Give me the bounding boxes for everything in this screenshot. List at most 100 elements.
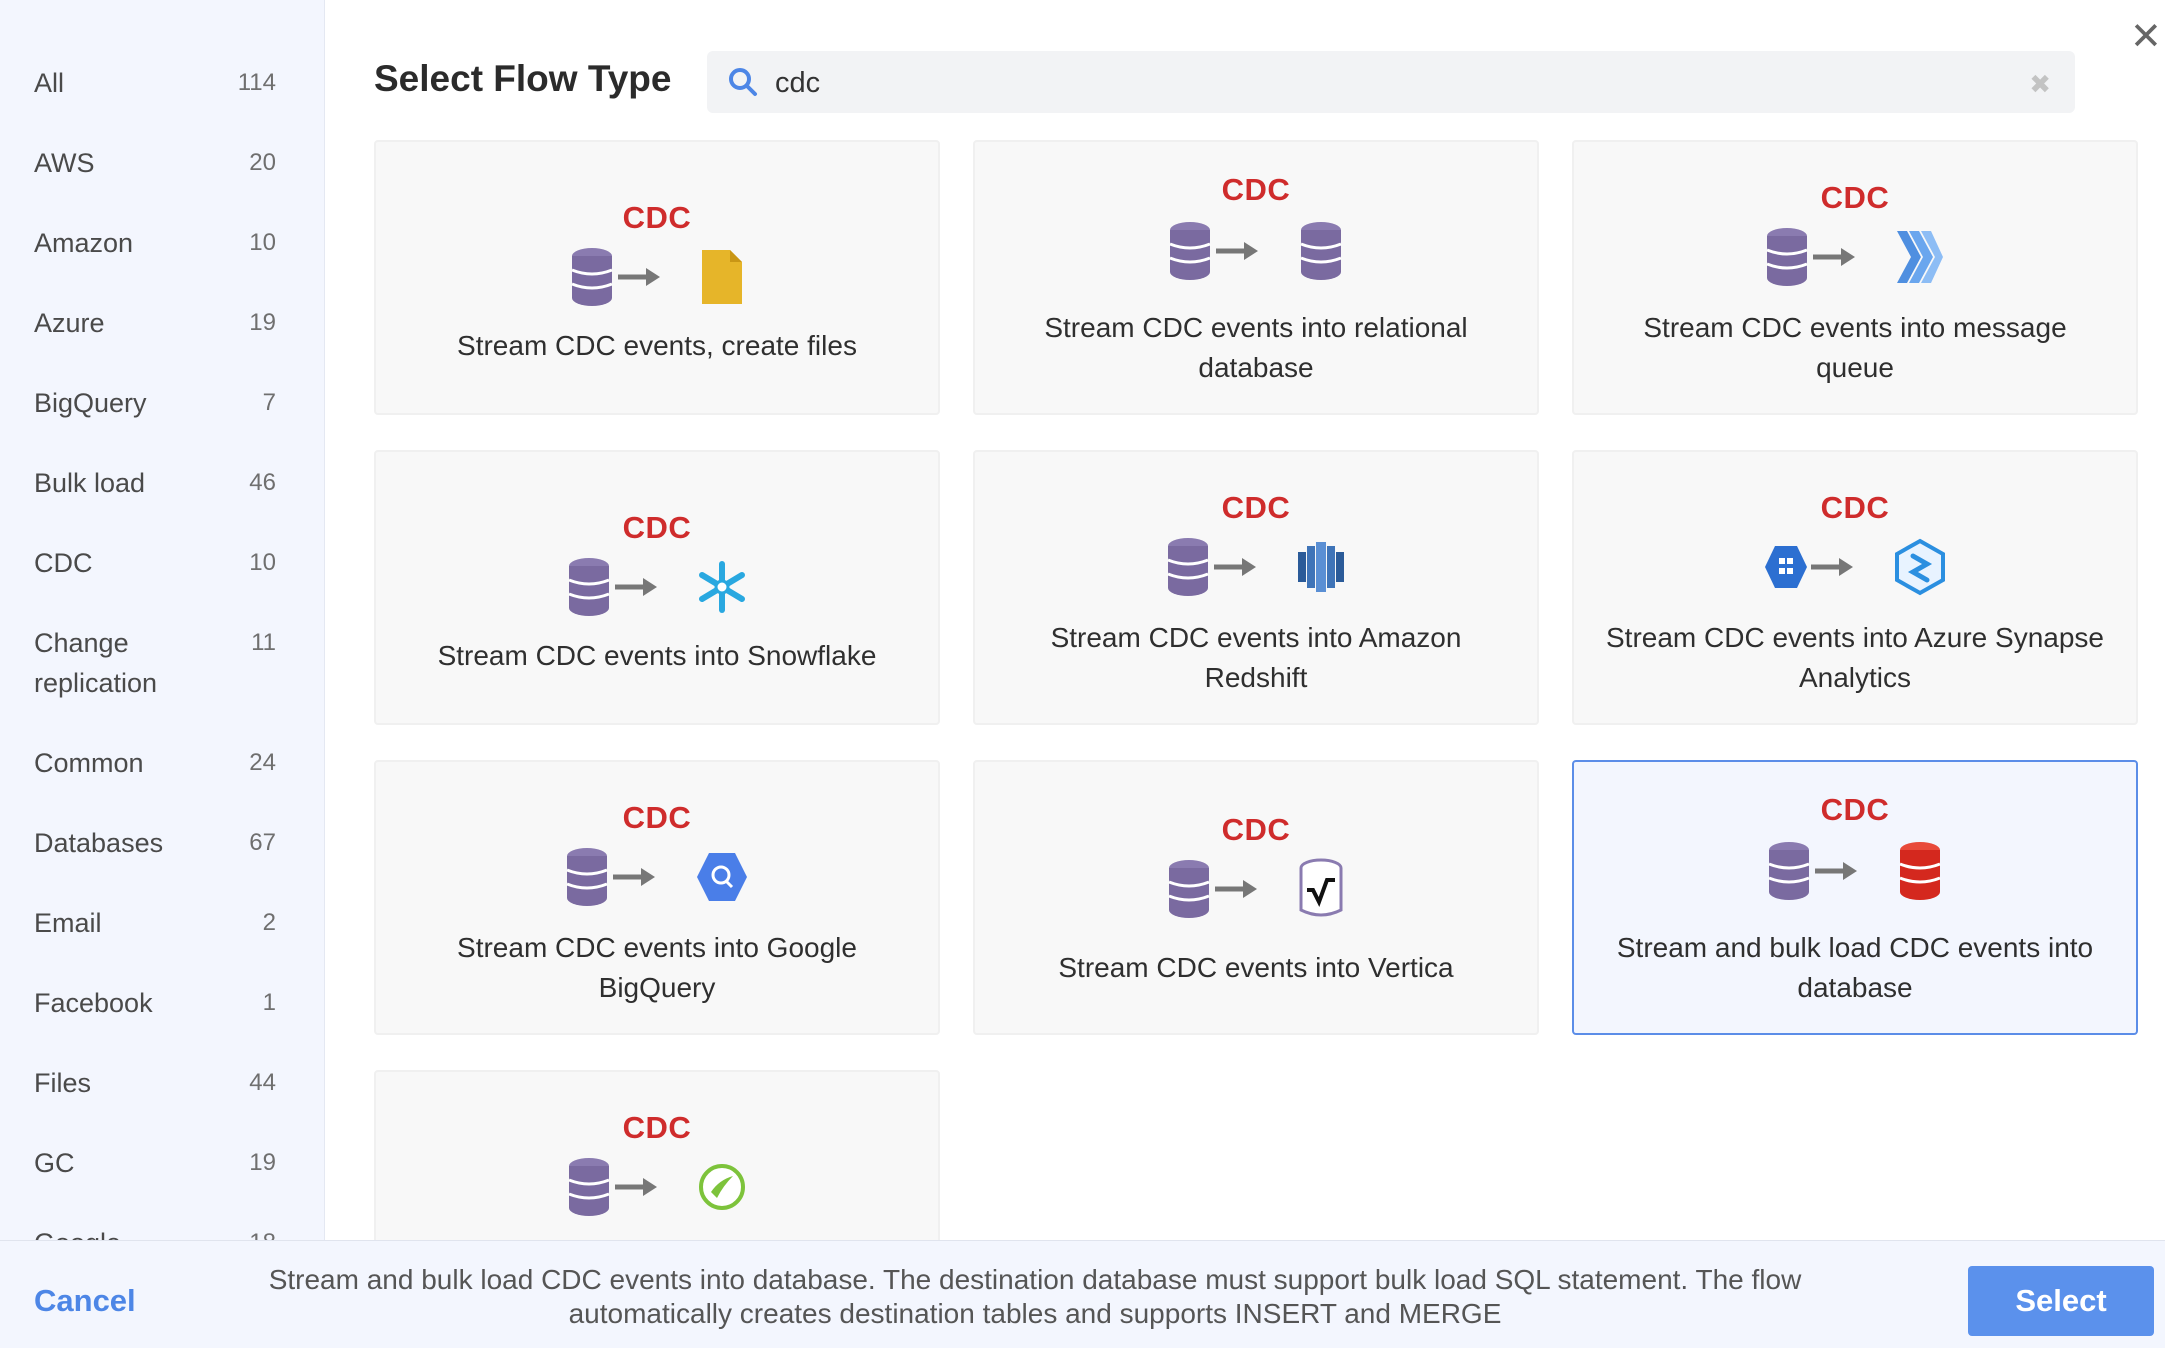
sidebar-item-label: Bulk load: [34, 468, 146, 498]
sidebar-item-label: Amazon: [34, 228, 134, 258]
sidebar-item-facebook[interactable]: Facebook 1: [34, 983, 276, 1023]
flow-card-google-bigquery[interactable]: CDC Stream CDC events into Google BigQue…: [374, 760, 940, 1035]
flow-card-title: Stream and bulk load CDC events into dat…: [1616, 932, 2094, 1003]
sidebar-item-change-replication[interactable]: Change replication 11: [34, 623, 276, 703]
cancel-button[interactable]: Cancel: [34, 1283, 136, 1318]
sidebar-item-count: 24: [249, 749, 276, 776]
flow-card-title: Stream CDC events into Azure Synapse Ana…: [1605, 622, 2104, 693]
sidebar-item-label: Facebook: [34, 988, 153, 1018]
flow-icons: [975, 536, 1537, 598]
sidebar-item-email[interactable]: Email 2: [34, 903, 276, 943]
source-database-icon: [1768, 842, 1857, 900]
sidebar-item-count: 19: [249, 1149, 276, 1176]
sidebar-item-count: 2: [262, 909, 276, 936]
cdc-badge: CDC: [622, 200, 692, 235]
cdc-badge: CDC: [622, 800, 692, 835]
flow-icons: [975, 220, 1537, 282]
flow-icons: [376, 246, 938, 308]
sidebar-item-count: 10: [249, 229, 276, 256]
sidebar-item-amazon[interactable]: Amazon 10: [34, 223, 276, 263]
sidebar-item-count: 20: [249, 149, 276, 176]
sidebar-item-common[interactable]: Common 24: [34, 743, 276, 783]
flow-type-grid: CDC Stream CDC events, create files CDC: [374, 140, 2138, 1240]
sidebar-item-label: AWS: [34, 148, 95, 178]
red-database-icon: [1899, 842, 1941, 900]
cdc-badge: CDC: [1221, 812, 1291, 847]
flow-card-title: Stream CDC events into Google BigQuery: [457, 932, 857, 1003]
source-database-icon: [568, 1158, 657, 1216]
cdc-badge: CDC: [622, 1110, 692, 1145]
source-database-icon: [1766, 228, 1855, 286]
vertica-icon: [1299, 858, 1343, 917]
source-database-icon: [566, 848, 655, 906]
source-database-icon: [568, 558, 657, 616]
search-input[interactable]: [773, 59, 1977, 107]
dialog-footer: Cancel Stream and bulk load CDC events i…: [0, 1240, 2165, 1348]
sidebar-item-aws[interactable]: AWS 20: [34, 143, 276, 183]
flow-card-title: Stream CDC events into Amazon Redshift: [1050, 622, 1462, 693]
message-queue-icon: [1897, 231, 1943, 283]
sidebar-item-bigquery[interactable]: BigQuery 7: [34, 383, 276, 423]
clear-icon[interactable]: ✖: [2029, 69, 2051, 99]
flow-card-create-files[interactable]: CDC Stream CDC events, create files: [374, 140, 940, 415]
sidebar-item-label: All: [34, 68, 65, 98]
sidebar-item-count: 1: [262, 989, 276, 1016]
flow-card-title: Stream CDC events into relational databa…: [1044, 312, 1468, 383]
flow-card-azure-synapse[interactable]: CDC Stream CDC events into Azure Synapse…: [1572, 450, 2138, 725]
sidebar-item-files[interactable]: Files 44: [34, 1063, 276, 1103]
sidebar-item-count: 19: [249, 309, 276, 336]
sidebar-item-count: 11: [251, 629, 276, 656]
flow-card-vertica[interactable]: CDC Stream CDC events into Vertica: [973, 760, 1539, 1035]
flow-card-title: Stream CDC events into message queue: [1643, 312, 2067, 383]
flow-icons: [1574, 536, 2136, 598]
flow-card-title: Stream CDC events into Vertica: [1058, 952, 1454, 983]
bigquery-icon: [697, 853, 747, 901]
sidebar-item-gc[interactable]: GC 19: [34, 1143, 276, 1183]
green-check-icon: [699, 1164, 745, 1210]
sidebar-item-count: 44: [249, 1069, 276, 1096]
cdc-badge: CDC: [1221, 490, 1291, 525]
source-database-icon: [571, 248, 660, 306]
flow-card-relational-database[interactable]: CDC Stream CDC events into relational da…: [973, 140, 1539, 415]
flow-card-message-queue[interactable]: CDC Stream CDC events into message queue: [1572, 140, 2138, 415]
sidebar-item-label: Files: [34, 1068, 92, 1098]
sidebar-item-label: GC: [34, 1148, 75, 1178]
flow-icons: [975, 858, 1537, 920]
close-icon[interactable]: ✕: [2130, 16, 2162, 58]
azure-synapse-icon: [1895, 538, 1945, 596]
flow-card-title: Stream CDC events, create files: [457, 330, 857, 361]
sidebar-item-azure[interactable]: Azure 19: [34, 303, 276, 343]
sidebar-item-count: 7: [262, 389, 276, 416]
sidebar-item-cdc[interactable]: CDC 10: [34, 543, 276, 583]
cdc-badge: CDC: [1820, 792, 1890, 827]
flow-card-green-check[interactable]: CDC: [374, 1070, 940, 1240]
source-database-icon: [1167, 538, 1256, 596]
category-sidebar: All 114 AWS 20 Amazon 10 Azure 19 BigQue…: [0, 0, 325, 1240]
cdc-badge: CDC: [1820, 490, 1890, 525]
flow-card-amazon-redshift[interactable]: CDC Stream CDC events into Amazon Redshi…: [973, 450, 1539, 725]
select-button[interactable]: Select: [1968, 1266, 2154, 1336]
snowflake-icon: [699, 561, 745, 613]
sidebar-item-label: Change replication: [34, 628, 158, 698]
sidebar-item-count: 18: [249, 1223, 276, 1240]
database-icon: [1300, 222, 1342, 280]
search-box[interactable]: ✖: [707, 51, 2075, 113]
flow-card-stream-bulk-load[interactable]: CDC Stream and bulk load CDC events into…: [1572, 760, 2138, 1035]
source-database-icon: [1168, 860, 1257, 918]
sidebar-item-count: 46: [249, 469, 276, 496]
sidebar-item-all[interactable]: All 114: [34, 63, 276, 103]
sidebar-item-google[interactable]: Google 18: [34, 1223, 276, 1240]
flow-icons: [1574, 226, 2136, 288]
search-icon: [727, 66, 759, 103]
sidebar-item-count: 67: [249, 829, 276, 856]
sidebar-item-databases[interactable]: Databases 67: [34, 823, 276, 863]
flow-card-title: Stream CDC events into Snowflake: [437, 640, 877, 671]
flow-icons: [376, 846, 938, 908]
sidebar-item-bulk-load[interactable]: Bulk load 46: [34, 463, 276, 503]
cdc-badge: CDC: [622, 510, 692, 545]
flow-card-snowflake[interactable]: CDC Stream CDC events into Snowflake: [374, 450, 940, 725]
sidebar-item-label: CDC: [34, 548, 93, 578]
source-database-icon: [1169, 222, 1258, 280]
cdc-badge: CDC: [1820, 180, 1890, 215]
sidebar-item-label: Google: [34, 1223, 121, 1240]
